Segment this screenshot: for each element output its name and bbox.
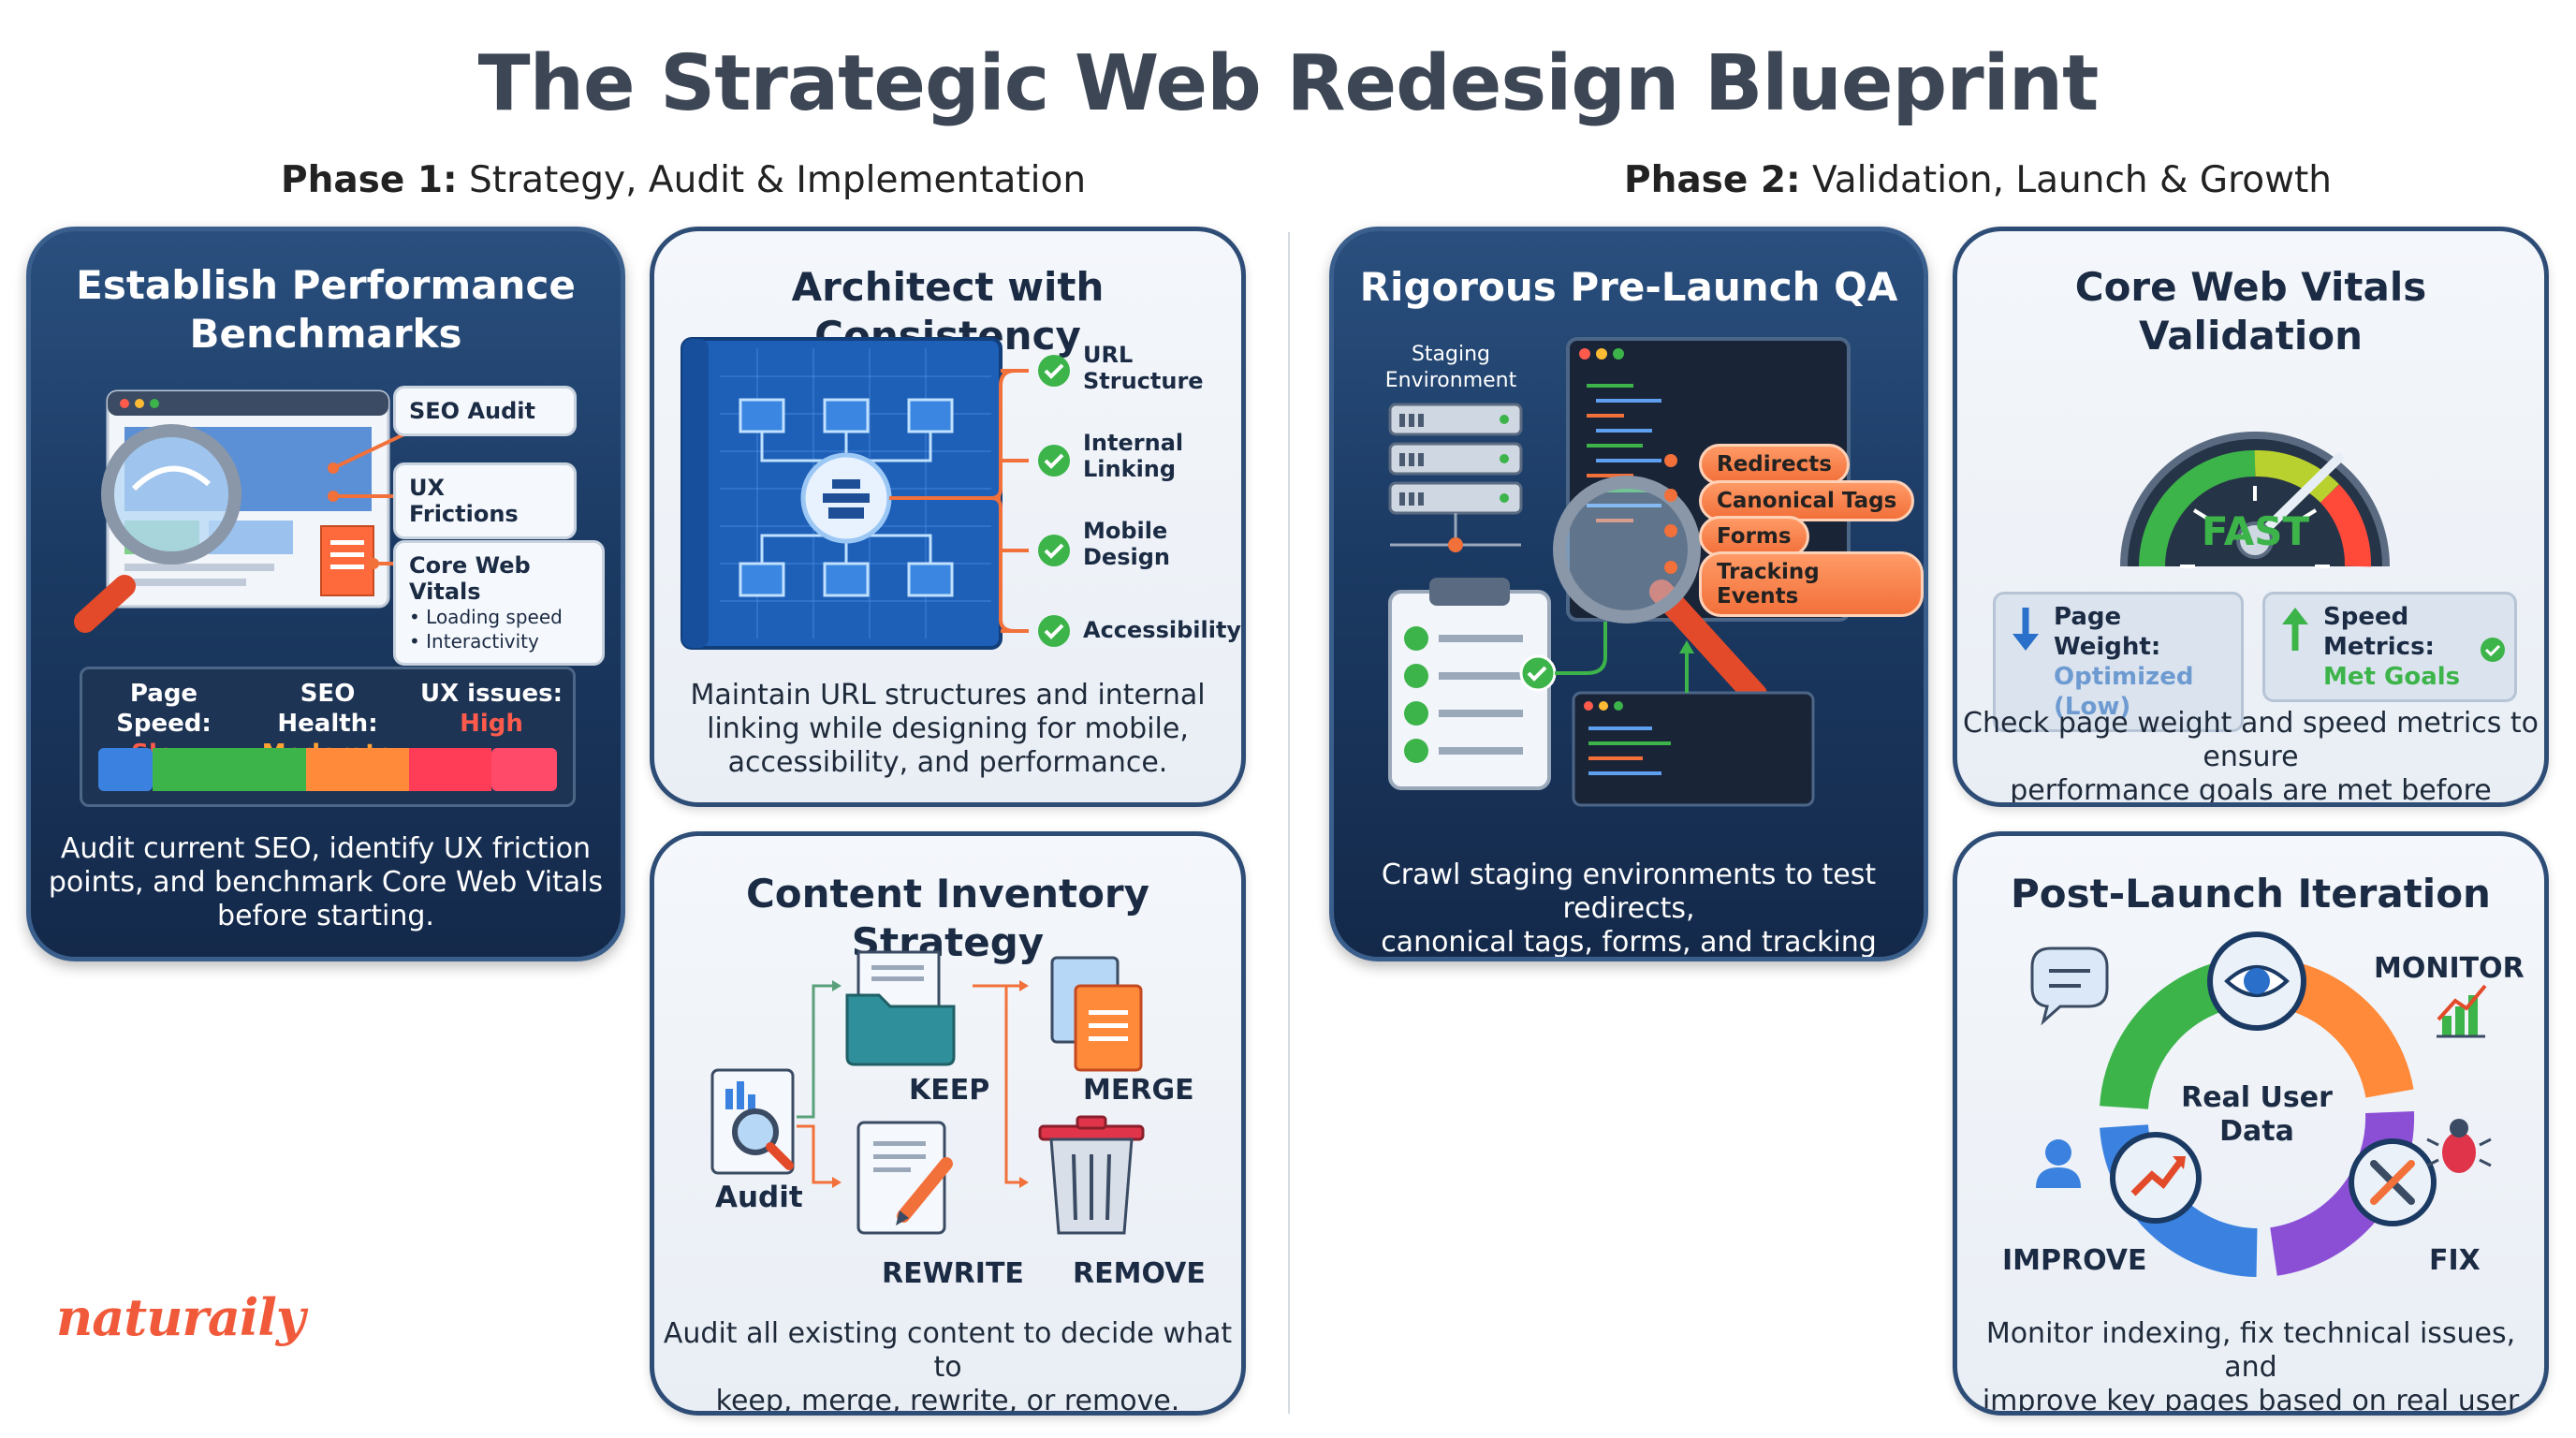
tag-redirects: Redirects: [1699, 444, 1850, 485]
speedometer-gauge: [2120, 432, 2390, 568]
label-keep: KEEP: [909, 1074, 990, 1107]
tag-tracking-events: Tracking Events: [1699, 551, 1924, 617]
card-content-inventory: Content Inventory Strategy Audit KEEP: [650, 831, 1246, 1416]
gauge-label: FAST: [2201, 508, 2310, 554]
phase-divider: [1288, 232, 1290, 1414]
status-color-bar: [98, 748, 557, 791]
check-accessibility: Accessibility: [1083, 617, 1242, 643]
blueprint-sitemap-illustration: [681, 337, 1029, 650]
naturaily-logo: naturaily: [56, 1287, 305, 1347]
arrow-down-icon: [2012, 608, 2039, 651]
check-icon: [1038, 535, 1070, 566]
phase-1-heading: Phase 1: Strategy, Audit & Implementatio…: [281, 159, 1087, 201]
label-fix: FIX: [2429, 1244, 2481, 1277]
card-description: Audit all existing content to decide wha…: [663, 1317, 1233, 1416]
card-core-web-vitals: Core Web Vitals Validation FAST Page Wei…: [1953, 227, 2549, 807]
phase-2-heading: Phase 2: Validation, Launch & Growth: [1624, 159, 2333, 201]
core-web-vitals-callout: Core Web Vitals • Loading speed • Intera…: [393, 540, 605, 666]
card-description: Monitor indexing, fix technical issues, …: [1982, 1317, 2520, 1416]
card-title: Rigorous Pre-Launch QA: [1359, 264, 1898, 310]
card-description: Crawl staging environments to test redir…: [1381, 858, 1877, 959]
label-rewrite: REWRITE: [882, 1257, 1024, 1290]
arrow-up-icon: [2282, 608, 2308, 651]
card-title: Core Web Vitals Validation: [2074, 264, 2427, 359]
check-icon: [1038, 355, 1070, 387]
page-title: The Strategic Web Redesign Blueprint: [477, 39, 2100, 128]
page-weight-metric: Page Weight:Optimized (Low): [1993, 592, 2244, 732]
label-improve: IMPROVE: [2002, 1244, 2147, 1277]
seo-audit-callout: SEO Audit: [393, 386, 577, 436]
browser-audit-illustration: [74, 389, 432, 633]
tag-canonical-tags: Canonical Tags: [1699, 480, 1915, 521]
card-title: Post-Launch Iteration: [2011, 871, 2491, 917]
content-flow-illustration: [710, 950, 1145, 1235]
iteration-cycle-diagram: [2030, 932, 2492, 1277]
card-description: Check page weight and speed metrics to e…: [1963, 707, 2539, 807]
label-remove: REMOVE: [1073, 1257, 1206, 1290]
speed-metrics-metric: Speed Metrics:Met Goals: [2262, 592, 2517, 702]
label-merge: MERGE: [1083, 1074, 1194, 1107]
ux-issues-status: UX issues:High: [419, 680, 564, 738]
check-icon: [1038, 615, 1070, 647]
label-monitor: MONITOR: [2374, 952, 2525, 985]
check-icon: [2481, 638, 2505, 662]
label-audit: Audit: [715, 1181, 803, 1214]
ux-frictions-callout: UX Frictions: [393, 462, 577, 539]
check-icon: [1038, 445, 1070, 477]
